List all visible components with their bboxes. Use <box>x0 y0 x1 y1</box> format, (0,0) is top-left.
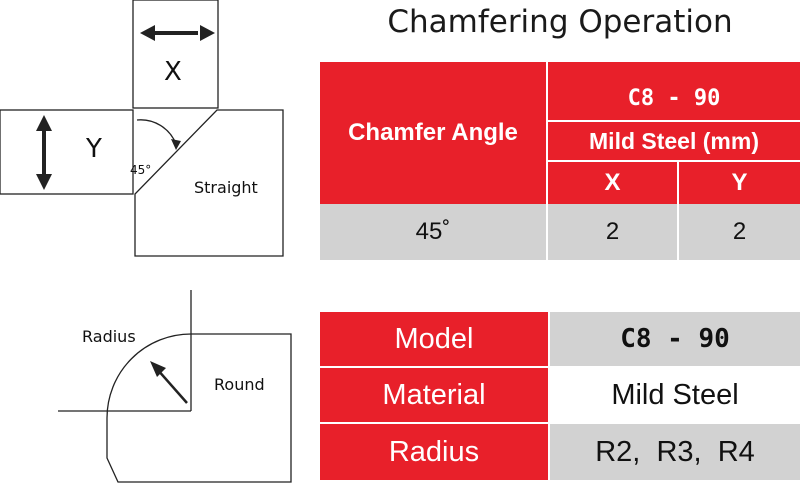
round-label: Round <box>214 375 265 394</box>
angle-label: 45° <box>130 163 151 177</box>
model-header: C8 - 90 <box>548 62 800 122</box>
x-arrow-icon <box>140 25 215 41</box>
rounded-part <box>106 333 292 483</box>
chamfered-part <box>134 109 284 257</box>
model-value: C8 - 90 <box>550 312 800 368</box>
col-x-header: X <box>548 162 679 204</box>
x-value: 2 <box>548 204 679 260</box>
straight-label: Straight <box>194 178 258 197</box>
y-arrow-icon <box>36 115 52 190</box>
model-label: Model <box>320 312 550 368</box>
material-header: Mild Steel (mm) <box>548 122 800 162</box>
radius-value: R2, R3, R4 <box>550 424 800 480</box>
x-label: X <box>164 57 182 87</box>
y-label: Y <box>85 134 102 164</box>
radius-arrow-icon <box>150 361 166 377</box>
y-block <box>0 109 134 195</box>
page-title: Chamfering Operation <box>387 4 733 40</box>
radius-label: Radius <box>82 327 136 346</box>
y-value: 2 <box>679 204 800 260</box>
round-chamfer-diagram <box>58 290 292 483</box>
radius-pointer <box>156 368 188 404</box>
chamfer-angle-header: Chamfer Angle <box>320 62 548 204</box>
material-value: Mild Steel <box>550 368 800 424</box>
material-label: Material <box>320 368 550 424</box>
arc-arrowhead-icon <box>171 139 181 150</box>
angle-arc <box>136 119 177 145</box>
straight-chamfer-diagram <box>0 0 284 257</box>
radius-row-label: Radius <box>320 424 550 480</box>
x-block <box>132 0 219 109</box>
angle-value: 45˚ <box>320 204 548 260</box>
chamfer-diagrams: X Y 45° Straight Radius Round <box>0 0 292 483</box>
col-y-header: Y <box>679 162 800 204</box>
